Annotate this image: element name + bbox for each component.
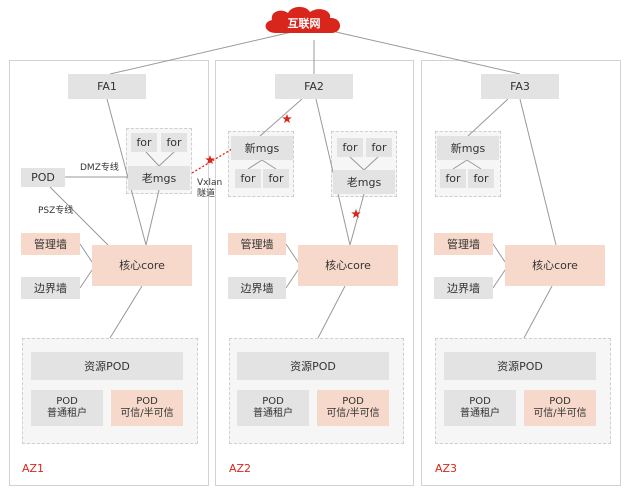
star-marker-icon — [351, 209, 361, 218]
line-core-pod — [317, 285, 346, 339]
star-marker-icon — [205, 155, 215, 164]
line-border-core — [285, 269, 299, 289]
az1-for-a: for — [131, 133, 157, 152]
az3-pod-trusted-title: POD — [549, 396, 571, 407]
az1-label: AZ1 — [22, 462, 45, 475]
line-fa3-new-mgs — [467, 98, 509, 137]
line-internet-fa1 — [109, 31, 293, 75]
internet-label: 互联网 — [288, 16, 321, 30]
az3-pod-trusted: POD 可信/半可信 — [524, 390, 596, 426]
az2-new-for-b: for — [263, 169, 289, 188]
az1-resource-pod: 资源POD — [31, 352, 183, 380]
az1-psz-link-label: PSZ专线 — [38, 206, 74, 216]
line-for-mgs-a — [145, 151, 160, 167]
az3-border-firewall: 边界墙 — [434, 277, 493, 299]
vxlan-label-line1: Vxlan — [197, 178, 223, 188]
az2-pod-normal-sub: 普通租户 — [253, 408, 293, 419]
line-old-mgs-core — [349, 193, 365, 246]
line-mgmt-core — [285, 243, 299, 263]
line-for-old-mgs-a — [349, 156, 365, 171]
az2-core: 核心core — [298, 245, 398, 286]
az3-core: 核心core — [505, 245, 605, 286]
line-mgmt-core — [79, 243, 93, 263]
line-core-pod — [109, 285, 143, 339]
line-for-mgs-b — [158, 151, 175, 167]
line-internet-fa3 — [335, 31, 521, 75]
az1-for-b: for — [161, 133, 187, 152]
az3-pod-trusted-sub: 可信/半可信 — [533, 408, 587, 419]
az1-pod: POD — [21, 168, 65, 187]
line-new-mgs-for-a — [452, 159, 468, 170]
az2-pod-trusted-sub: 可信/半可信 — [326, 408, 380, 419]
az3-fa: FA3 — [481, 74, 559, 99]
az3-pod-normal-title: POD — [469, 396, 491, 407]
vxlan-tunnel-label: Vxlan 隧道 — [197, 178, 222, 200]
line-border-core — [492, 269, 506, 289]
line-fa2-new-mgs — [259, 98, 303, 137]
line-new-mgs-for-b — [261, 159, 277, 170]
az3-new-for-a: for — [440, 169, 466, 188]
az3-new-for-b: for — [468, 169, 494, 188]
line-mgs-core — [145, 189, 160, 246]
line-for-old-mgs-b — [363, 156, 379, 171]
line-core-pod — [523, 285, 553, 339]
az2-old-for-a: for — [337, 138, 363, 157]
az2-border-firewall: 边界墙 — [228, 277, 286, 299]
az1-pod-normal-title: POD — [56, 396, 78, 407]
az1-fa: FA1 — [68, 74, 146, 99]
az3-resource-pod: 资源POD — [444, 352, 596, 380]
az1-border-firewall: 边界墙 — [21, 277, 80, 299]
az1-old-mgs: 老mgs — [128, 166, 190, 190]
az3-pod-normal: POD 普通租户 — [444, 390, 516, 426]
line-new-mgs-for-a — [247, 159, 263, 170]
az2-pod-trusted: POD 可信/半可信 — [317, 390, 389, 426]
az3-label: AZ3 — [435, 462, 458, 475]
az2-old-mgs: 老mgs — [333, 170, 395, 194]
az2-new-for-a: for — [235, 169, 261, 188]
az3-new-mgs: 新mgs — [437, 136, 499, 160]
vxlan-label-line2: 隧道 — [197, 189, 216, 199]
az1-dmz-link-label: DMZ专线 — [80, 163, 119, 173]
line-fa1-core — [106, 98, 147, 246]
az1-pod-trusted-sub: 可信/半可信 — [120, 408, 174, 419]
line-psz — [49, 186, 109, 246]
az2-new-mgs: 新mgs — [231, 136, 293, 160]
line-mgmt-core — [492, 243, 506, 263]
az2-mgmt-firewall: 管理墙 — [228, 233, 286, 255]
az3-pod-normal-sub: 普通租户 — [460, 408, 500, 419]
az1-pod-normal-sub: 普通租户 — [47, 408, 87, 419]
az2-resource-pod: 资源POD — [237, 352, 389, 380]
az2-pod-normal: POD 普通租户 — [237, 390, 309, 426]
internet-cloud-icon — [265, 6, 341, 33]
az3-mgmt-firewall: 管理墙 — [434, 233, 493, 255]
line-border-core — [79, 269, 93, 289]
az2-pod-trusted-title: POD — [342, 396, 364, 407]
az2-pod-normal-title: POD — [262, 396, 284, 407]
az1-pod-normal: POD 普通租户 — [31, 390, 103, 426]
az1-mgmt-firewall: 管理墙 — [21, 233, 80, 255]
line-new-mgs-for-b — [466, 159, 482, 170]
az2-old-for-b: for — [366, 138, 392, 157]
az2-label: AZ2 — [229, 462, 252, 475]
az1-pod-trusted: POD 可信/半可信 — [111, 390, 183, 426]
line-fa3-core — [519, 98, 557, 246]
az1-core: 核心core — [92, 245, 192, 286]
star-marker-icon — [282, 114, 292, 123]
az2-fa: FA2 — [275, 74, 353, 99]
az1-pod-trusted-title: POD — [136, 396, 158, 407]
failure-markers — [205, 114, 361, 218]
